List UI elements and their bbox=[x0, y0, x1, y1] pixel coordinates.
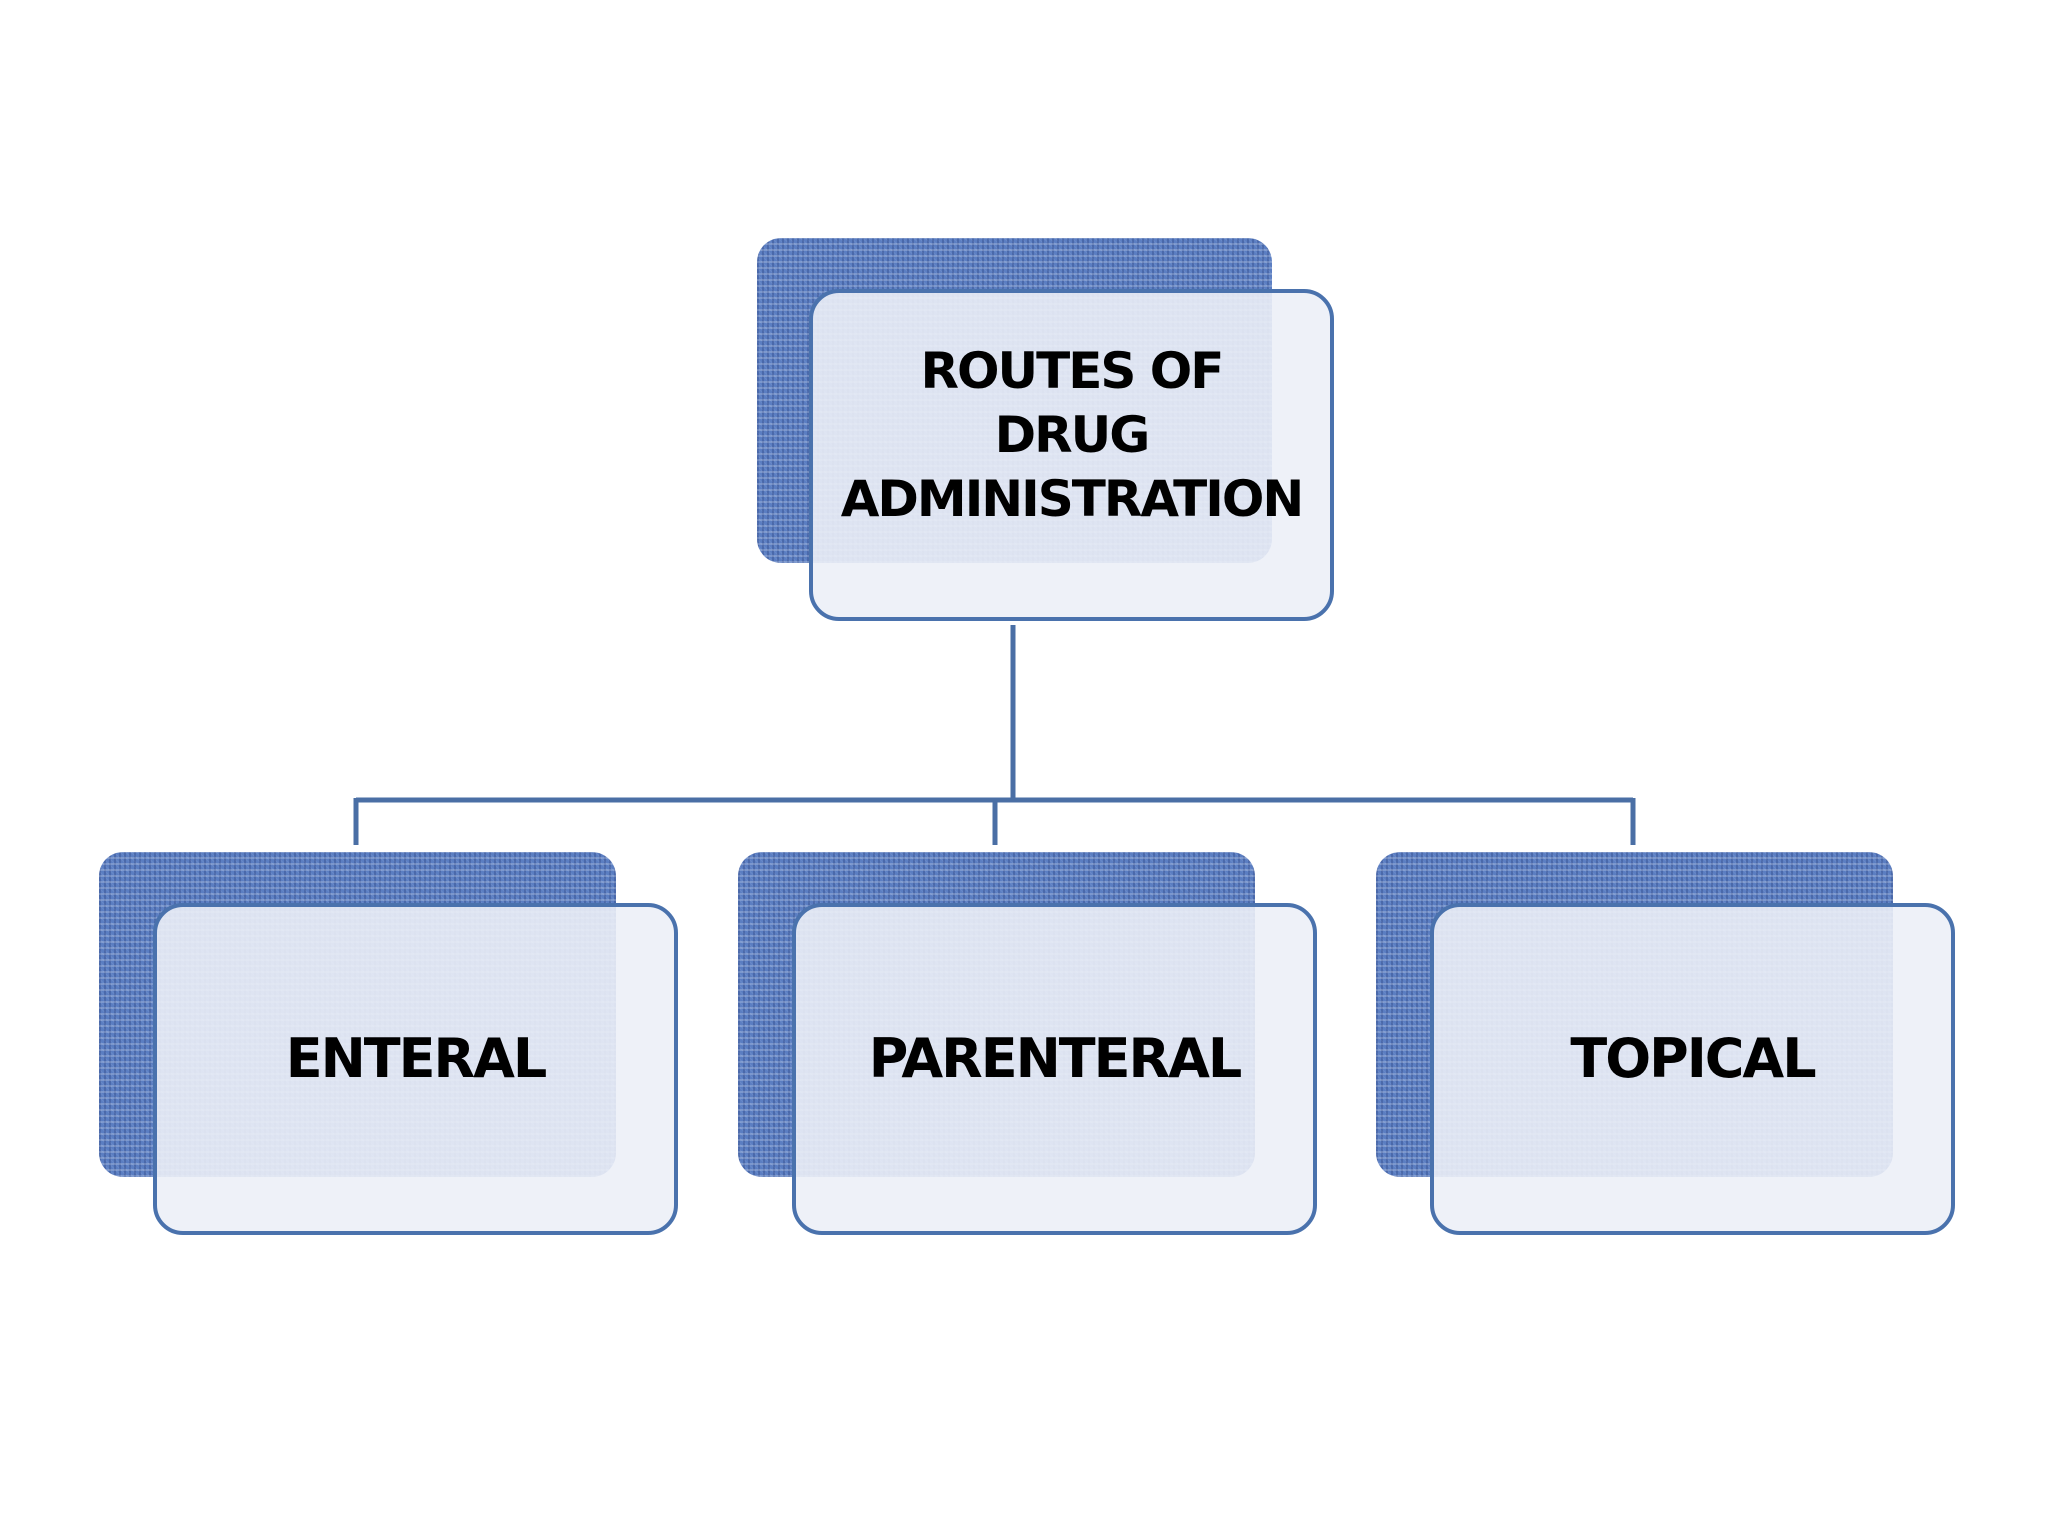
root-title-line-2: DRUG bbox=[994, 406, 1151, 464]
parenteral-node-box: PARENTERAL bbox=[792, 903, 1317, 1235]
root-node-box: ROUTES OF DRUG ADMINISTRATION bbox=[809, 289, 1334, 621]
root-title-line-3: ADMINISTRATION bbox=[840, 470, 1305, 528]
root-title-line-1: ROUTES OF bbox=[920, 342, 1225, 400]
root-node-title: ROUTES OF DRUG ADMINISTRATION bbox=[840, 339, 1305, 571]
enteral-label: ENTERAL bbox=[285, 1027, 548, 1090]
topical-node-box: TOPICAL bbox=[1430, 903, 1955, 1235]
topical-label: TOPICAL bbox=[1570, 1027, 1816, 1090]
enteral-node-box: ENTERAL bbox=[153, 903, 678, 1235]
parenteral-label: PARENTERAL bbox=[868, 1027, 1243, 1090]
